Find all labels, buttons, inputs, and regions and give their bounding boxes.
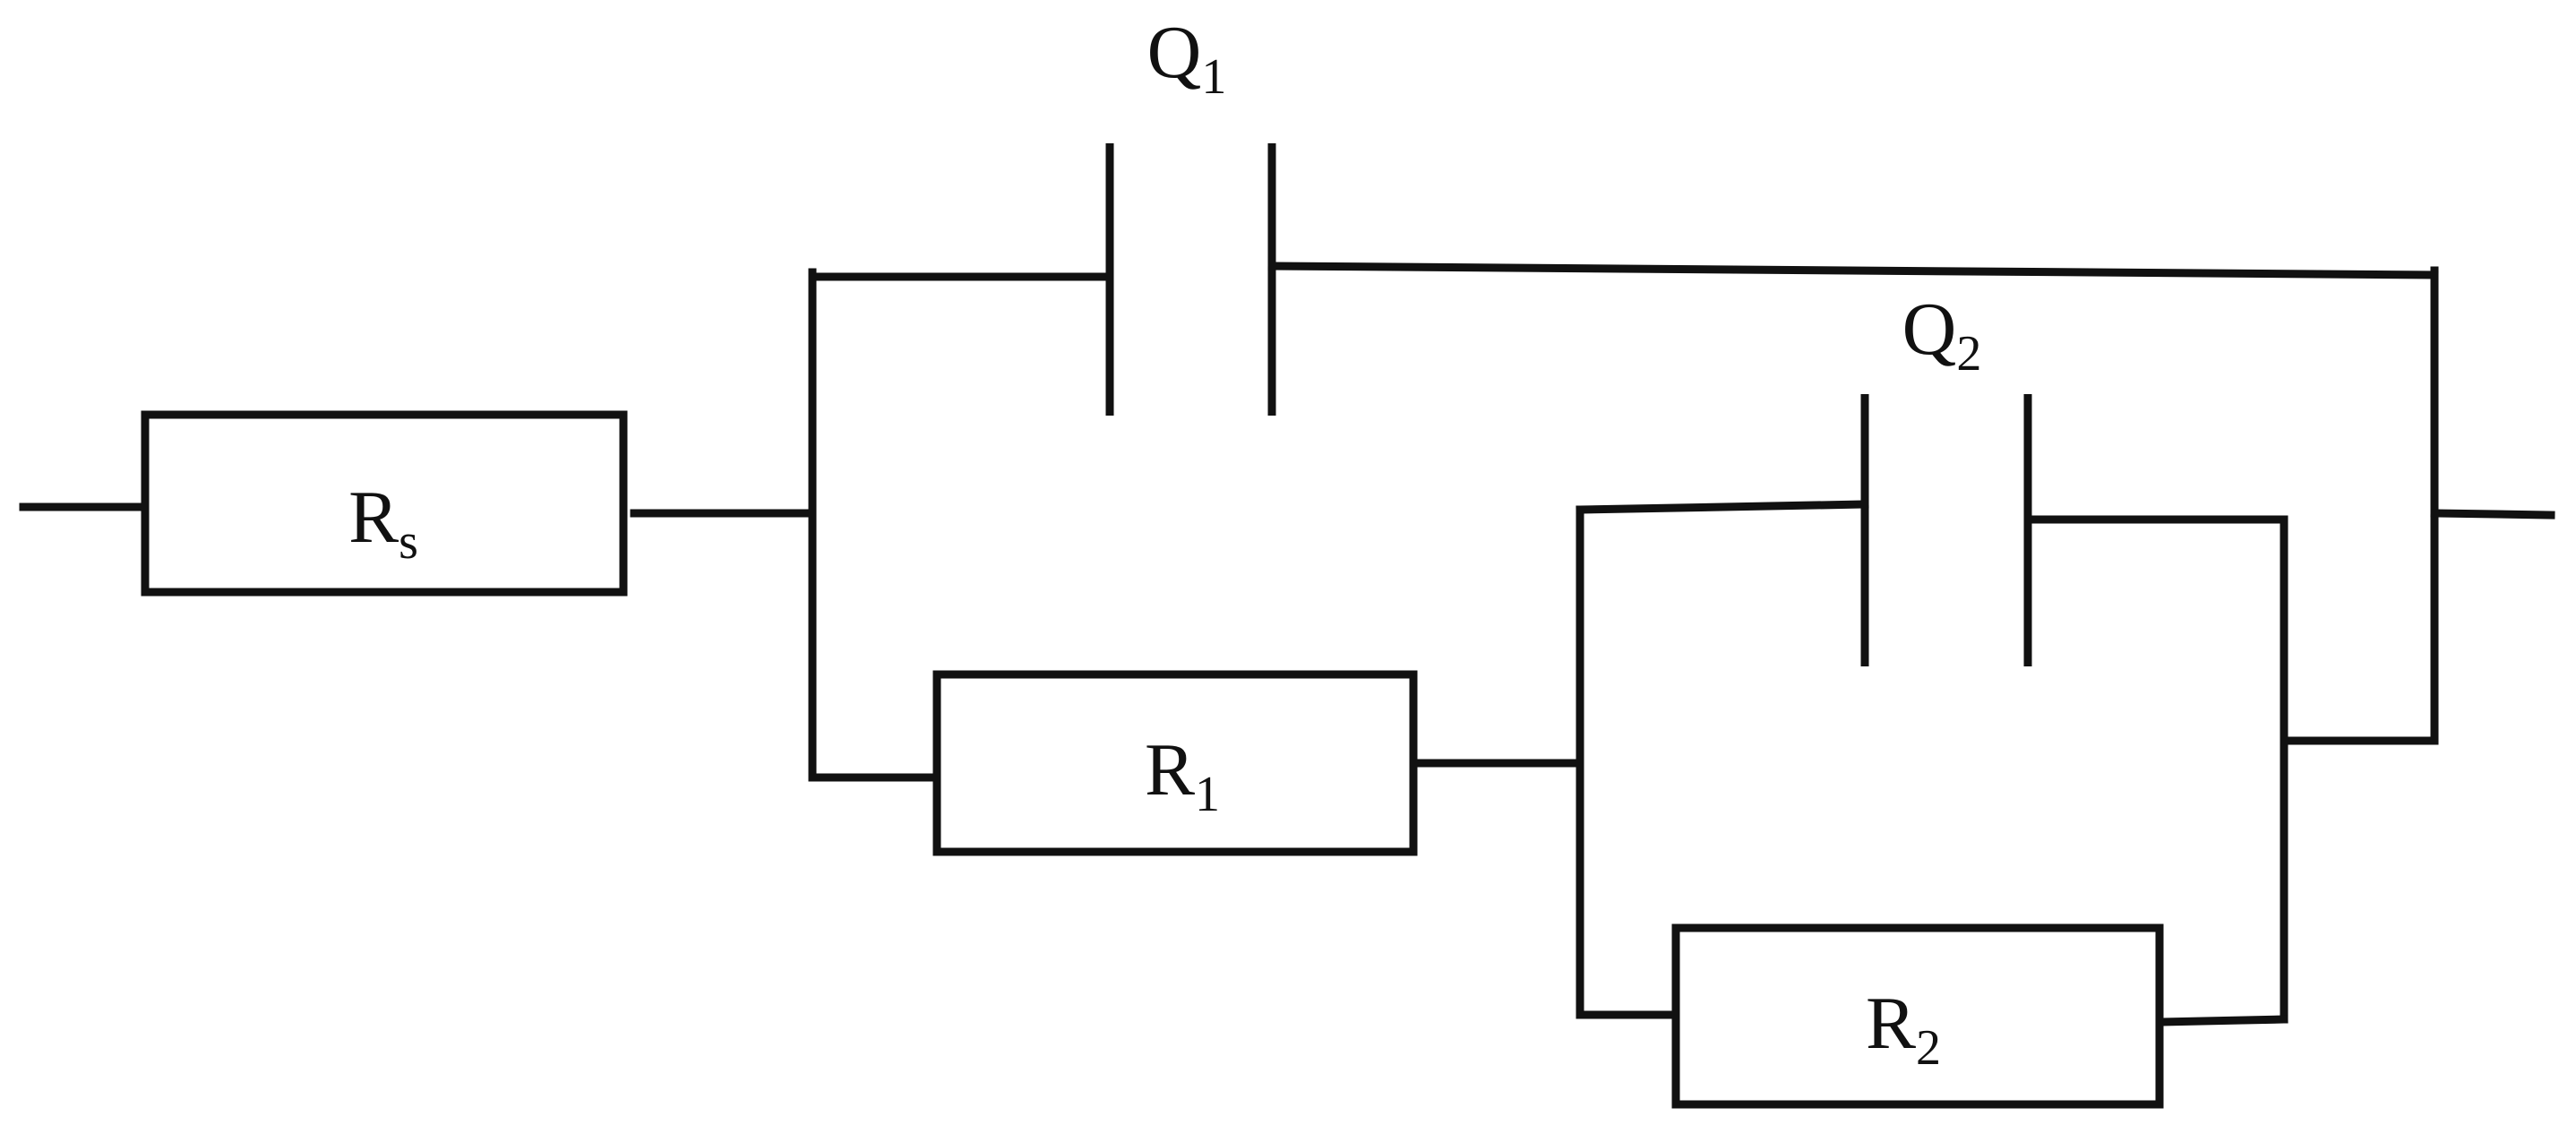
resistor-r1-symbol: R	[1145, 728, 1195, 812]
resistor-r2-label: R2	[1866, 982, 1941, 1076]
resistor-r1-label: R1	[1145, 728, 1220, 822]
r2-right-wire	[2155, 1015, 2288, 1026]
cpe-q2: Q2	[1860, 288, 2032, 666]
resistor-r2: R2	[1671, 923, 2164, 1109]
circuit-wires	[19, 262, 2555, 1026]
resistor-rs-subscript: s	[399, 514, 418, 570]
resistor-r1-body	[932, 670, 1418, 856]
resistor-r1-subscript: 1	[1195, 767, 1220, 822]
resistor-r2-subscript: 2	[1916, 1020, 1941, 1076]
cpe-q1-label: Q1	[1147, 11, 1227, 105]
cpe-q2-symbol: Q	[1902, 288, 1957, 371]
resistor-r2-body	[1671, 923, 2164, 1109]
cpe-q1-symbol: Q	[1147, 11, 1202, 94]
q2-left-wire	[1576, 500, 1869, 514]
resistor-rs-body	[141, 410, 628, 597]
resistor-rs-label: Rs	[348, 476, 418, 570]
resistor-r2-symbol: R	[1866, 982, 1916, 1065]
output-lead-wire	[2430, 509, 2555, 520]
cpe-q2-label: Q2	[1902, 288, 1982, 382]
cpe-q1-subscript: 1	[1201, 49, 1226, 105]
cpe-q1: Q1	[1105, 11, 1276, 416]
cpe-q2-subscript: 2	[1956, 326, 1981, 382]
resistor-r1: R1	[932, 670, 1418, 856]
resistor-rs-symbol: R	[348, 476, 399, 559]
resistor-rs: Rs	[141, 410, 628, 597]
q1-right-wire	[1267, 262, 2439, 279]
